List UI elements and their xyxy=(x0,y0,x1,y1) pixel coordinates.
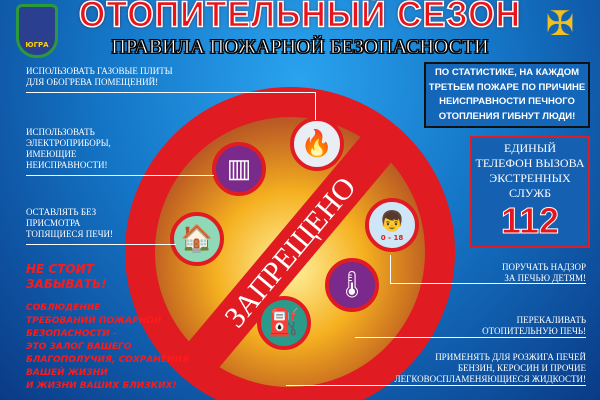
canister-icon: ⛽ xyxy=(257,296,311,350)
stats-line: ОТОПЛЕНИЯ ГИБНУТ ЛЮДИ! xyxy=(438,110,576,122)
child-age: 0 - 18 xyxy=(380,233,404,242)
warning-line: ВАШЕЙ ЖИЗНИ xyxy=(26,368,108,378)
stats-line: НЕИСПРАВНОСТИ ПЕЧНОГО xyxy=(439,96,575,107)
rule-children-supervision: ПОРУЧАТЬ НАДЗОР ЗА ПЕЧЬЮ ДЕТЯМ! xyxy=(502,262,586,284)
fireplace-icon: 🏠 xyxy=(170,212,224,266)
mchs-emblem-icon: ✠ xyxy=(545,6,575,43)
phone-line: ЭКСТРЕННЫХ xyxy=(489,171,571,185)
page-title: ОТОПИТЕЛЬНЫЙ СЕЗОН xyxy=(78,0,522,36)
rule-line: ПЕРЕКАЛИВАТЬ xyxy=(516,315,586,325)
rule-line: ПОРУЧАТЬ НАДЗОР xyxy=(501,262,586,272)
leader-line xyxy=(286,385,586,386)
leader-line xyxy=(315,92,316,120)
rule-line: ЭЛЕКТРОПРИБОРЫ, xyxy=(26,138,111,148)
thermometer-icon: 🌡 xyxy=(325,258,379,312)
stats-line: ТРЕТЬЕМ ПОЖАРЕ ПО ПРИЧИНЕ xyxy=(428,81,586,93)
rule-line: ТОПЯЩИЕСЯ ПЕЧИ! xyxy=(26,229,114,239)
rule-line: ЗА ПЕЧЬЮ ДЕТЯМ! xyxy=(504,273,586,283)
statistics-box: ПО СТАТИСТИКЕ, НА КАЖДОМ ТРЕТЬЕМ ПОЖАРЕ … xyxy=(424,62,590,128)
leader-line xyxy=(26,244,176,245)
rule-flammable-liquids: ПРИМЕНЯТЬ ДЛЯ РОЗЖИГА ПЕЧЕЙ БЕНЗИН, КЕРО… xyxy=(395,352,586,385)
sign-ring xyxy=(125,87,455,400)
rule-line: ЛЕГКОВОСПЛАМЕНЯЮЩИЕСЯ ЖИДКОСТИ! xyxy=(394,374,586,384)
warning-line: БЕЗОПАСНОСТИ – xyxy=(26,329,118,339)
rule-line: БЕНЗИН, КЕРОСИН И ПРОЧИЕ xyxy=(457,363,586,373)
leader-line xyxy=(355,337,586,338)
rule-gas-stoves: ИСПОЛЬЗОВАТЬ ГАЗОВЫЕ ПЛИТЫ ДЛЯ ОБОГРЕВА … xyxy=(26,66,173,88)
warning-heading: ЗАБЫВАТЬ! xyxy=(26,277,107,291)
radiator-icon: ▥ xyxy=(212,142,266,196)
warning-line: ТРЕБОВАНИЙ ПОЖАРНОЙ xyxy=(26,316,162,326)
rule-overheating: ПЕРЕКАЛИВАТЬ ОТОПИТЕЛЬНУЮ ПЕЧЬ! xyxy=(482,315,586,337)
rule-line: ПРИСМОТРА xyxy=(26,218,81,228)
warning-line: И ЖИЗНИ ВАШИХ БЛИЗКИХ! xyxy=(26,381,177,391)
leader-line xyxy=(390,283,586,284)
rule-unattended-stoves: ОСТАВЛЯТЬ БЕЗ ПРИСМОТРА ТОПЯЩИЕСЯ ПЕЧИ! xyxy=(26,207,113,240)
rule-line: ИМЕЮЩИЕ xyxy=(26,149,77,159)
phone-line: ТЕЛЕФОН ВЫЗОВА xyxy=(475,156,585,170)
phone-line: СЛУЖБ xyxy=(509,186,551,200)
warning-block: НЕ СТОИТ ЗАБЫВАТЬ! СОБЛЮДЕНИЕ ТРЕБОВАНИЙ… xyxy=(26,262,189,393)
warning-line: ЭТО ЗАЛОГ ВАШЕГО xyxy=(26,342,132,352)
leader-line xyxy=(26,92,316,93)
leader-line xyxy=(390,255,391,283)
rule-faulty-appliances: ИСПОЛЬЗОВАТЬ ЭЛЕКТРОПРИБОРЫ, ИМЕЮЩИЕ НЕИ… xyxy=(26,127,111,171)
child-icon: 👦0 - 18 xyxy=(365,198,419,252)
emergency-number: 112 xyxy=(500,200,560,241)
warning-heading: НЕ СТОИТ xyxy=(26,262,94,276)
rule-line: ОТОПИТЕЛЬНУЮ ПЕЧЬ! xyxy=(482,326,586,336)
stats-line: ПО СТАТИСТИКЕ, НА КАЖДОМ xyxy=(434,67,580,78)
warning-line: БЛАГОПОЛУЧИЯ, СОХРАНЕНИЯ xyxy=(26,355,190,365)
page-subtitle: ПРАВИЛА ПОЖАРНОЙ БЕЗОПАСНОСТИ xyxy=(111,36,489,59)
rule-line: ИСПОЛЬЗОВАТЬ ГАЗОВЫЕ ПЛИТЫ xyxy=(26,66,173,76)
warning-line: СОБЛЮДЕНИЕ xyxy=(26,303,101,313)
emergency-phone-box: ЕДИНЫЙ ТЕЛЕФОН ВЫЗОВА ЭКСТРЕННЫХ СЛУЖБ 1… xyxy=(470,136,590,248)
rule-line: ПРИМЕНЯТЬ ДЛЯ РОЗЖИГА ПЕЧЕЙ xyxy=(435,352,586,362)
leader-line xyxy=(26,175,214,176)
rule-line: НЕИСПРАВНОСТИ! xyxy=(26,160,108,170)
gas-stove-icon: 🔥 xyxy=(290,117,344,171)
rule-line: ОСТАВЛЯТЬ БЕЗ xyxy=(26,207,97,217)
rule-line: ИСПОЛЬЗОВАТЬ xyxy=(26,127,95,137)
phone-line: ЕДИНЫЙ xyxy=(504,141,556,155)
yugra-emblem: ЮГРА xyxy=(16,4,58,58)
emblem-text: ЮГРА xyxy=(25,41,49,49)
rule-line: ДЛЯ ОБОГРЕВА ПОМЕЩЕНИЙ! xyxy=(26,77,159,87)
